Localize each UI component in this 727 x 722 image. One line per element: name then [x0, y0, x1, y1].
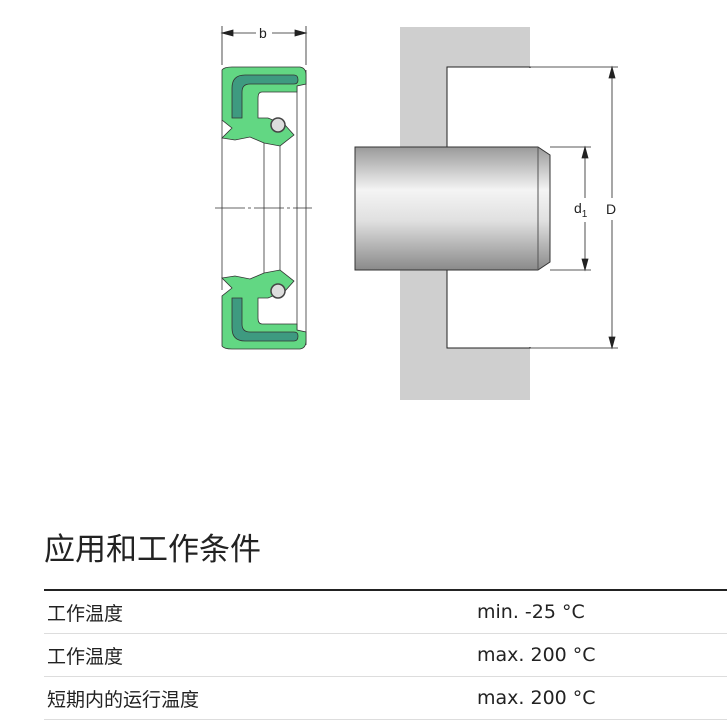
- row-label: 工作温度: [44, 590, 474, 634]
- row-label: 工作温度: [44, 633, 474, 677]
- table-row: 工作温度 max. 200 °C: [44, 633, 727, 677]
- row-label: 短期内的运行温度: [44, 676, 474, 720]
- dimension-d1: [550, 145, 591, 272]
- row-value: max. 200 °C: [474, 633, 727, 677]
- row-value: max. 200 °C: [474, 676, 727, 720]
- seal-diagram: D d1 b: [215, 25, 618, 400]
- operating-conditions-table: 工作温度 min. -25 °C 工作温度 max. 200 °C 短期内的运行…: [44, 589, 727, 720]
- dimension-b: [220, 26, 308, 65]
- radial-shaft-seal: [215, 66, 312, 350]
- table-row: 短期内的运行温度 max. 200 °C: [44, 676, 727, 720]
- dimension-D: [530, 65, 618, 350]
- shaft-diameter-label: d1: [574, 200, 588, 220]
- bore-diameter-label: D: [606, 201, 616, 217]
- table-row: 工作温度 min. -25 °C: [44, 590, 727, 634]
- row-value: min. -25 °C: [474, 590, 727, 634]
- section-title: 应用和工作条件: [44, 532, 261, 568]
- shaft: [354, 146, 551, 271]
- width-label: b: [259, 25, 267, 41]
